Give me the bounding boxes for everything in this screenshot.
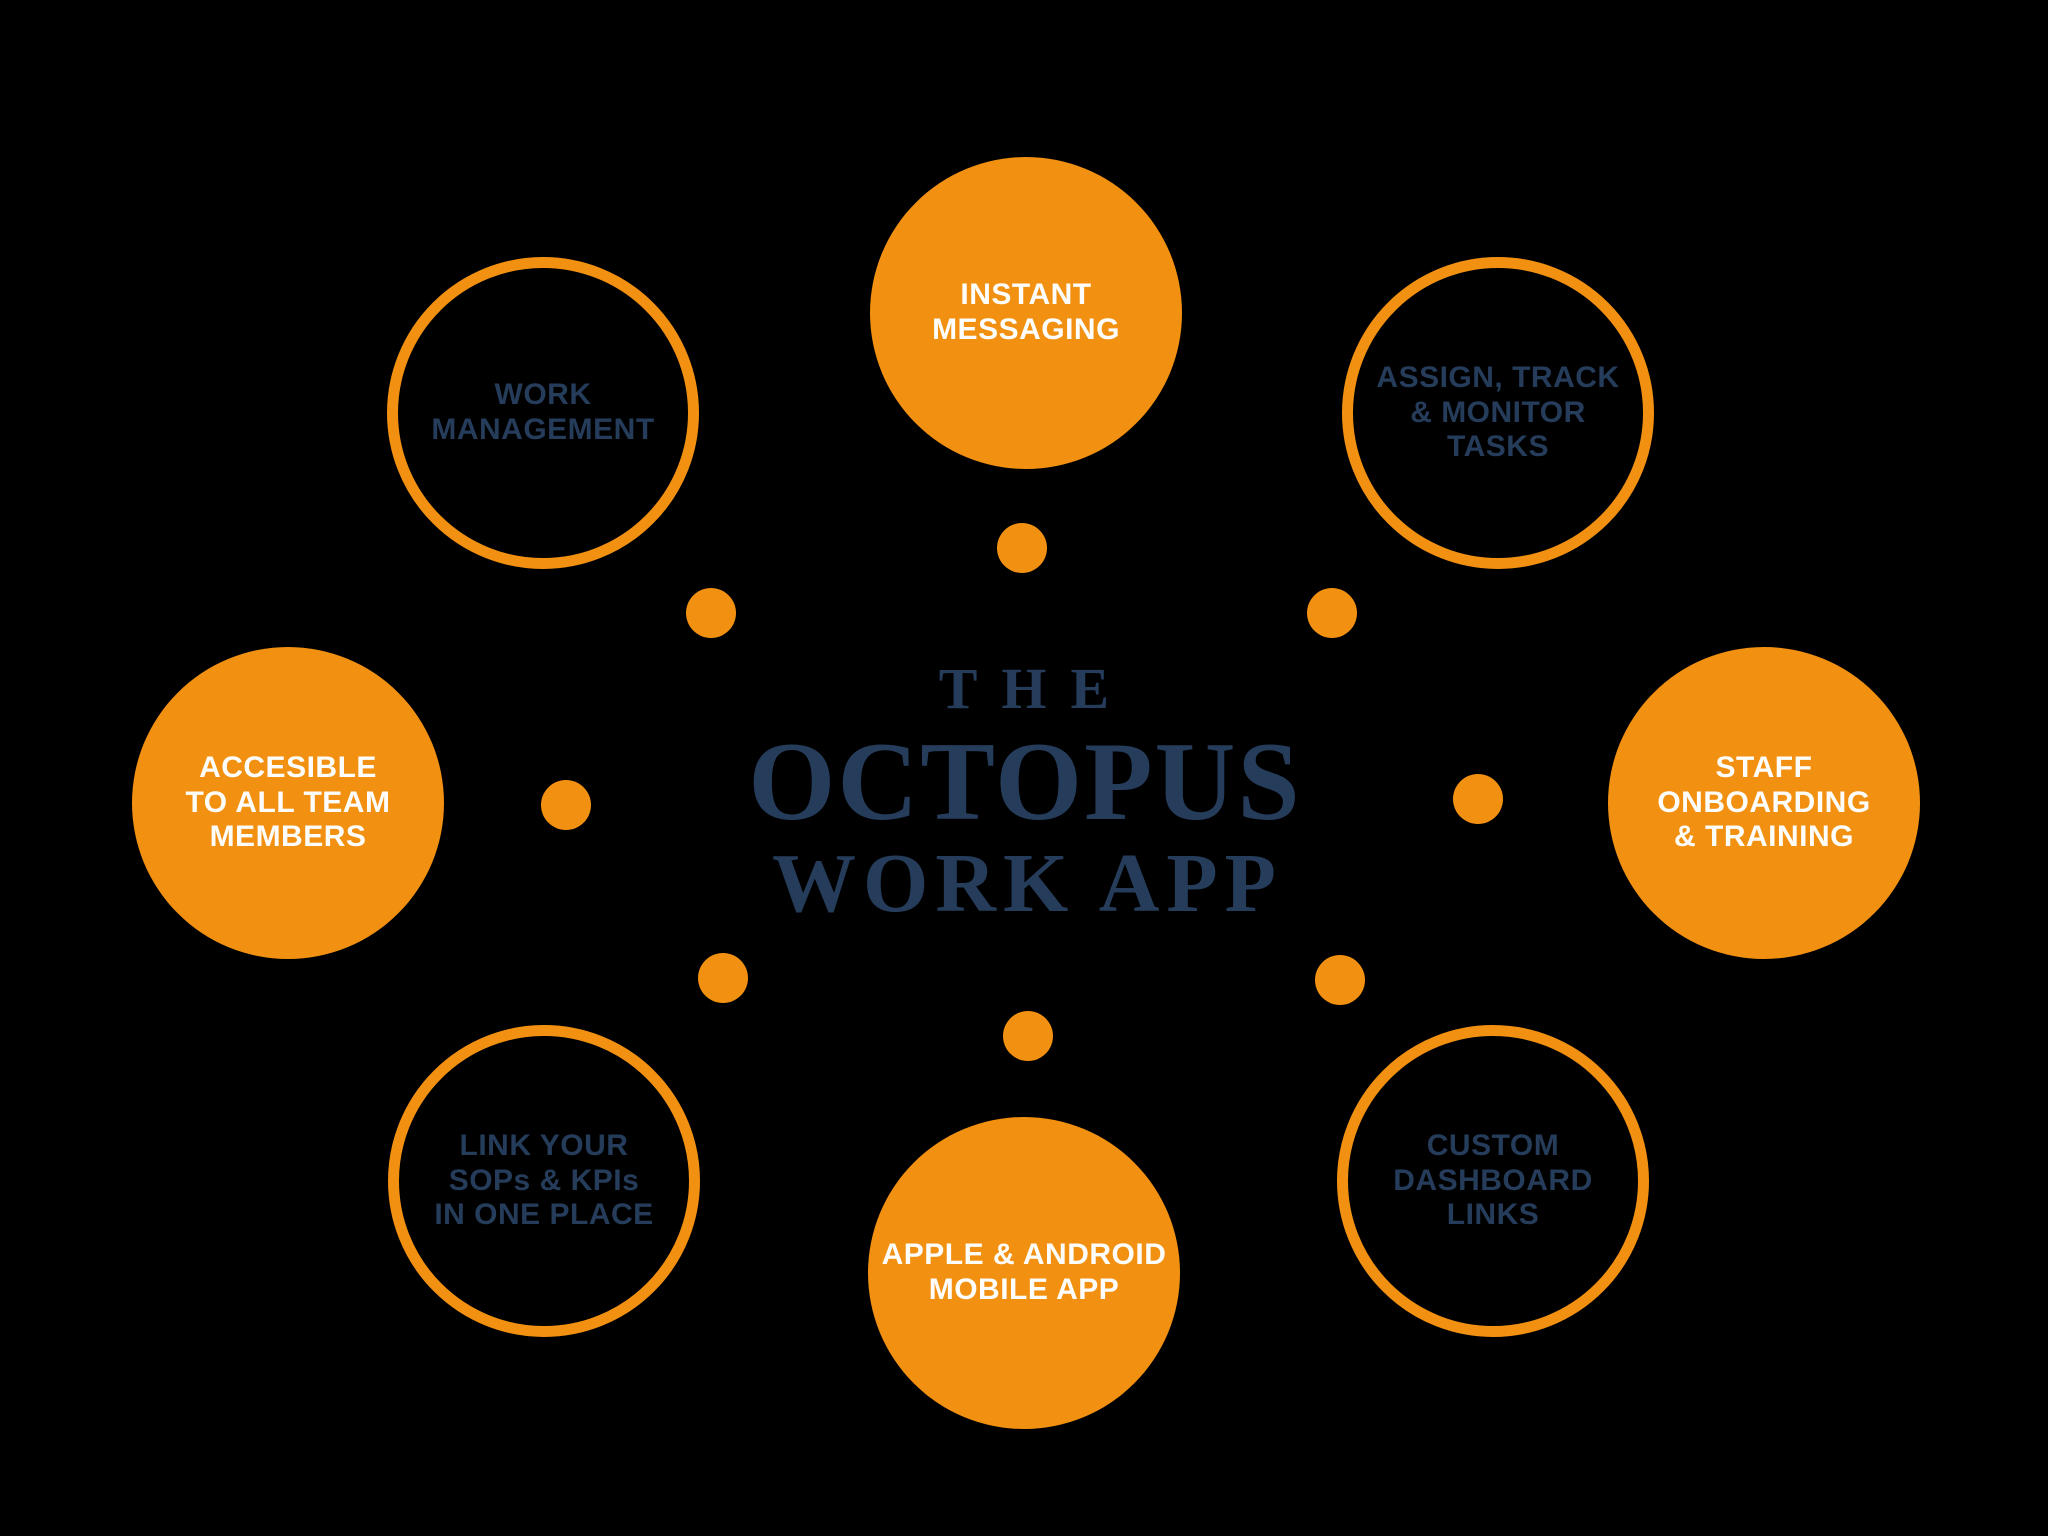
title-the: THE — [938, 656, 1134, 721]
connector-dot-right — [1453, 774, 1503, 824]
connector-dot-left — [541, 780, 591, 830]
connector-dot-upper-right — [1307, 588, 1357, 638]
center-title: THE OCTOPUS WORK APP — [0, 660, 2048, 926]
connector-dot-lower-left — [698, 953, 748, 1003]
node-assign-track-monitor-tasks: ASSIGN, TRACK & MONITOR TASKS — [1342, 257, 1654, 569]
node-label: LINK YOUR SOPs & KPIs IN ONE PLACE — [434, 1128, 654, 1232]
connector-dot-lower-right — [1315, 955, 1365, 1005]
node-label: WORK MANAGEMENT — [431, 378, 655, 446]
connector-dot-bottom — [1003, 1011, 1053, 1061]
node-instant-messaging: INSTANT MESSAGING — [870, 157, 1182, 469]
title-octopus: OCTOPUS — [748, 720, 1302, 844]
node-work-management: WORK MANAGEMENT — [387, 257, 699, 569]
node-staff-onboarding-training: STAFF ONBOARDING & TRAINING — [1608, 647, 1920, 959]
connector-dot-upper-left — [686, 588, 736, 638]
node-apple-android-mobile-app: APPLE & ANDROID MOBILE APP — [868, 1117, 1180, 1429]
node-custom-dashboard-links: CUSTOM DASHBOARD LINKS — [1337, 1025, 1649, 1337]
node-label: ASSIGN, TRACK & MONITOR TASKS — [1376, 360, 1620, 464]
node-label: INSTANT MESSAGING — [932, 278, 1120, 346]
title-work-app: WORK APP — [772, 837, 1283, 930]
node-label: ACCESIBLE TO ALL TEAM MEMBERS — [185, 750, 391, 854]
node-link-your-sops-kpis: LINK YOUR SOPs & KPIs IN ONE PLACE — [388, 1025, 700, 1337]
node-accesible-to-all-team-members: ACCESIBLE TO ALL TEAM MEMBERS — [132, 647, 444, 959]
connector-dot-top — [997, 523, 1047, 573]
node-label: CUSTOM DASHBOARD LINKS — [1393, 1128, 1593, 1232]
node-label: STAFF ONBOARDING & TRAINING — [1657, 750, 1871, 854]
node-label: APPLE & ANDROID MOBILE APP — [881, 1238, 1167, 1306]
